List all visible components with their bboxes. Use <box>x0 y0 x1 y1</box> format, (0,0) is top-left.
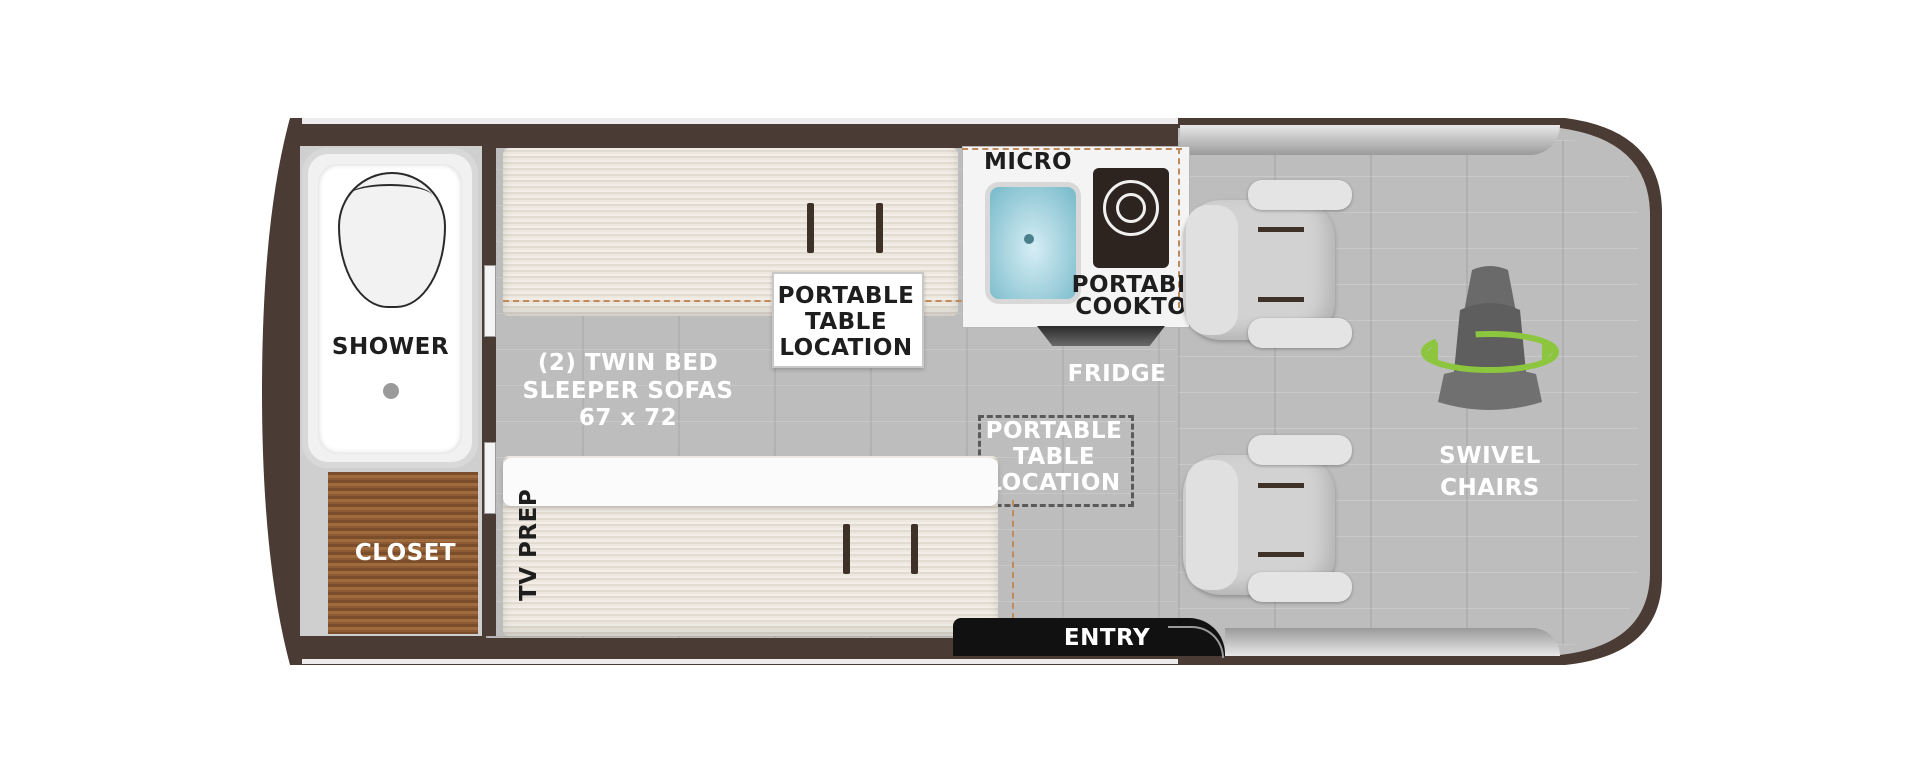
swivel-chairs-label: SWIVEL CHAIRS <box>1439 443 1541 502</box>
closet-cabinet <box>328 472 478 634</box>
galley-dash-right <box>1178 148 1180 308</box>
cab-door-top <box>1180 125 1560 155</box>
swivel-chair-icon <box>1421 266 1559 410</box>
tv-prep-label: TV PREP <box>516 488 543 601</box>
portable-table-mid-label: PORTABLE TABLE LOCATION <box>985 418 1123 496</box>
seatbelt-strap <box>911 524 918 574</box>
seatbelt-buckle-icon <box>1258 227 1304 232</box>
burner-icon <box>1103 180 1159 236</box>
cab-seat-bottom-arm <box>1248 572 1352 602</box>
chair-back <box>1464 266 1516 312</box>
bath-door-bottom <box>484 442 496 514</box>
sink-basin <box>985 182 1081 304</box>
shower-label: SHOWER <box>331 334 450 360</box>
toilet-lid-line <box>348 184 432 208</box>
cab-seat-top-arm <box>1248 318 1352 348</box>
cab-seat-bottom-arm <box>1248 435 1352 465</box>
fridge-unit <box>1037 326 1165 346</box>
bed-extension-line-vertical <box>1012 500 1014 650</box>
top-trim <box>302 118 1178 124</box>
bath-wall <box>482 146 496 636</box>
closet-wall <box>300 470 328 636</box>
burner-inner-icon <box>1116 193 1146 223</box>
cab-door-bottom <box>1225 628 1560 656</box>
cab-seat-top-arm <box>1248 180 1352 210</box>
closet-label: CLOSET <box>354 540 457 566</box>
cab-seat-bottom-back <box>1186 460 1238 590</box>
cab-seat-top-back <box>1186 205 1238 335</box>
sofa-bottom-cushion <box>503 458 998 506</box>
micro-label: MICRO <box>983 149 1073 175</box>
swivel-arrow-icon <box>1542 344 1556 362</box>
galley-outline <box>962 148 1182 151</box>
bath-door-top <box>484 265 496 337</box>
seatbelt-buckle-icon <box>1258 297 1304 302</box>
swivel-arrow-icon <box>1424 342 1438 360</box>
seatbelt-buckle-icon <box>1258 483 1304 488</box>
entry-label: ENTRY <box>1063 625 1151 651</box>
seatbelt-strap <box>807 203 814 253</box>
chair-body <box>1454 303 1526 378</box>
twin-bed-label: (2) TWIN BED SLEEPER SOFAS 67 x 72 <box>522 350 734 432</box>
bottom-trim <box>302 659 1178 664</box>
seatbelt-strap <box>876 203 883 253</box>
portable-table-top-label: PORTABLE TABLE LOCATION <box>777 283 915 361</box>
cooktop-label: PORTABLE COOKTOP <box>1071 272 1209 320</box>
swivel-ring-back <box>1421 331 1559 373</box>
chair-seat <box>1438 368 1542 410</box>
shower-drain-icon <box>383 383 399 399</box>
fridge-label: FRIDGE <box>1067 361 1167 387</box>
sink-drain-icon <box>1024 234 1034 244</box>
seatbelt-buckle-icon <box>1258 552 1304 557</box>
seatbelt-strap <box>843 524 850 574</box>
portable-table-top <box>772 272 924 368</box>
